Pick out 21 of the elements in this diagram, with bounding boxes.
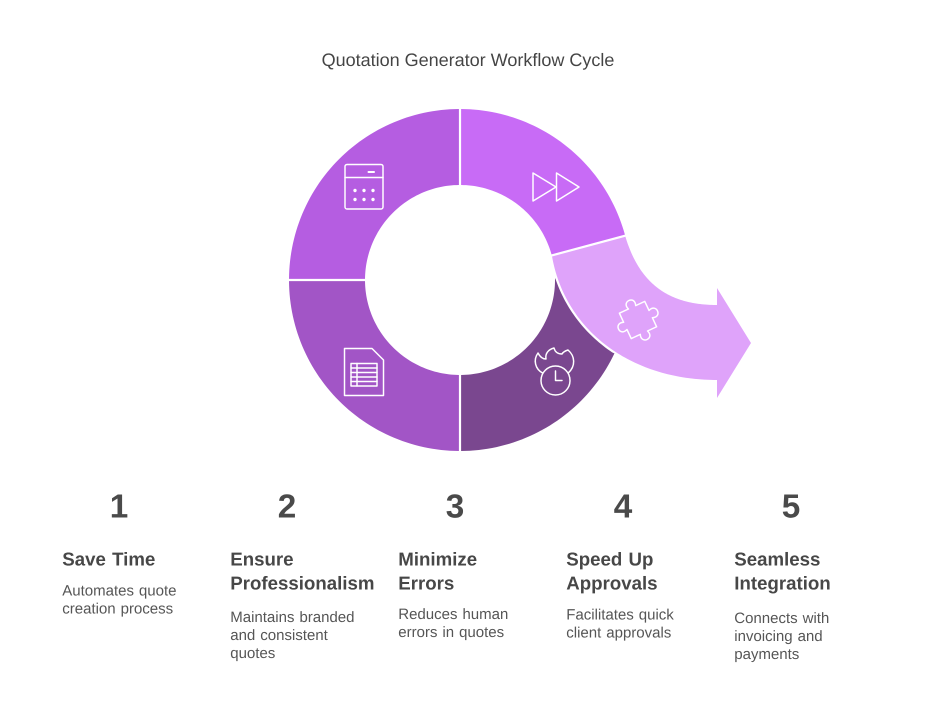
step-number: 4 <box>614 494 632 518</box>
step-heading: Ensure Professionalism <box>232 552 374 590</box>
diagram-title: Quotation Generator Workflow Cycle <box>322 52 614 70</box>
step-heading: Save Time <box>62 552 155 566</box>
step-description: Maintains branded and consistent quotes <box>230 611 354 662</box>
step-number: 2 <box>278 494 295 518</box>
ring-segment <box>289 109 459 279</box>
ring-segment <box>461 278 614 451</box>
step-description: Automates quote creation process <box>62 585 176 617</box>
ring-segment <box>289 281 459 451</box>
step-number: 3 <box>446 494 464 518</box>
step-heading: Minimize Errors <box>400 552 476 590</box>
step-heading: Seamless Integration <box>734 552 830 594</box>
step-description: Connects with invoicing and payments <box>735 612 828 662</box>
ring-segment <box>461 109 625 254</box>
step-description: Reduces human errors in quotes <box>398 608 508 640</box>
step-description: Facilitates quick client approvals <box>566 608 674 641</box>
curved-arrow <box>552 236 751 398</box>
step-number: 5 <box>782 494 800 518</box>
step-heading: Speed Up Approvals <box>566 552 657 594</box>
step-number: 1 <box>112 494 128 518</box>
